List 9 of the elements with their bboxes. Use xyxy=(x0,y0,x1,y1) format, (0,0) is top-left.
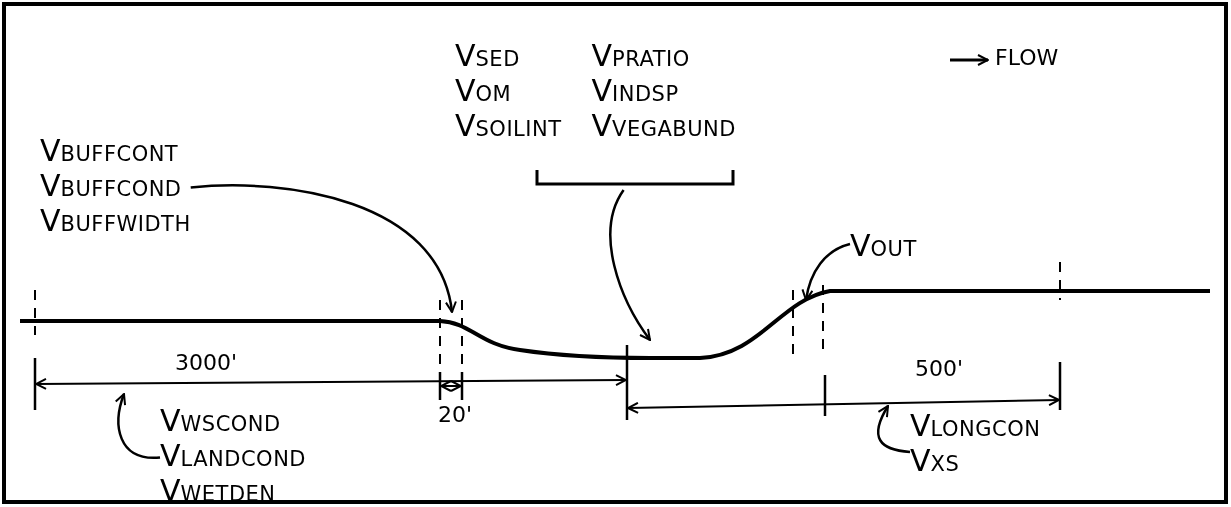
dimension-label: 20' xyxy=(438,402,473,427)
dimension-label: 500' xyxy=(915,356,964,381)
flow-label: FLOW xyxy=(995,45,1059,70)
leader-arrow xyxy=(877,405,911,454)
leader-arrow xyxy=(801,242,851,301)
leader-arrow xyxy=(609,189,652,341)
leader-arrow xyxy=(190,184,456,313)
dimension-label: 3000' xyxy=(175,350,238,375)
leader-arrow xyxy=(115,393,161,459)
